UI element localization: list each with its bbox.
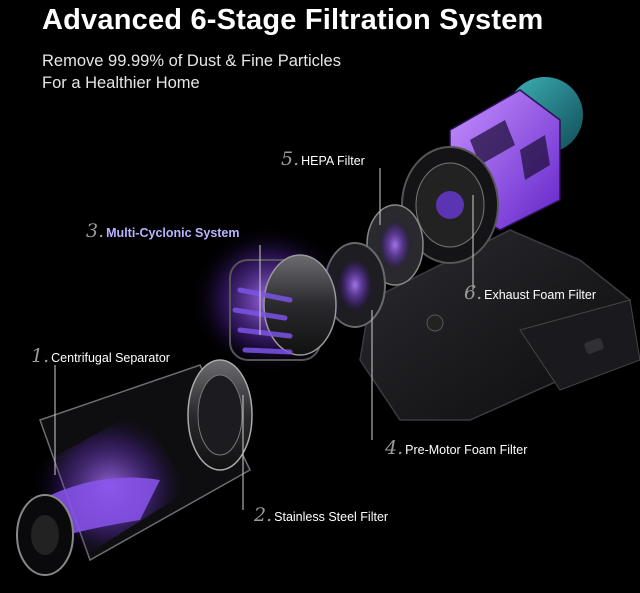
subtitle-line-1: Remove 99.99% of Dust & Fine Particles <box>42 52 341 70</box>
callout-lines <box>54 168 474 510</box>
stage-5-text: HEPA Filter <box>301 154 365 168</box>
hepa-housing <box>401 146 499 264</box>
stage-1-label: 1. Centrifugal Separator <box>31 345 170 367</box>
handle-body <box>359 229 640 421</box>
stage-3-number: 3. <box>86 220 105 242</box>
page-title: Advanced 6-Stage Filtration System <box>42 4 544 36</box>
stage-6-label: 6. Exhaust Foam Filter <box>464 282 596 304</box>
stage-1-text: Centrifugal Separator <box>51 351 170 365</box>
stage-4-number: 4. <box>385 437 404 459</box>
stage-4-text: Pre-Motor Foam Filter <box>405 443 528 457</box>
stage-5-label: 5. HEPA Filter <box>281 148 365 170</box>
stage-4-label: 4. Pre-Motor Foam Filter <box>385 437 527 459</box>
subtitle: Remove 99.99% of Dust & Fine Particles F… <box>42 50 402 94</box>
stage-2-label: 2. Stainless Steel Filter <box>254 504 388 526</box>
multi-cyclonic-unit <box>190 225 350 375</box>
stage-3-label: 3. Multi-Cyclonic System <box>86 220 240 242</box>
stage-3-text: Multi-Cyclonic System <box>106 226 240 240</box>
stage-2-text: Stainless Steel Filter <box>274 510 389 524</box>
stage-1-number: 1. <box>31 345 50 367</box>
subtitle-line-2: For a Healthier Home <box>42 74 200 92</box>
stage-6-text: Exhaust Foam Filter <box>484 288 596 302</box>
stage-6-number: 6. <box>464 282 483 304</box>
separator-cylinder <box>16 359 253 576</box>
stage-5-number: 5. <box>281 148 300 170</box>
stage-2-number: 2. <box>254 504 273 526</box>
